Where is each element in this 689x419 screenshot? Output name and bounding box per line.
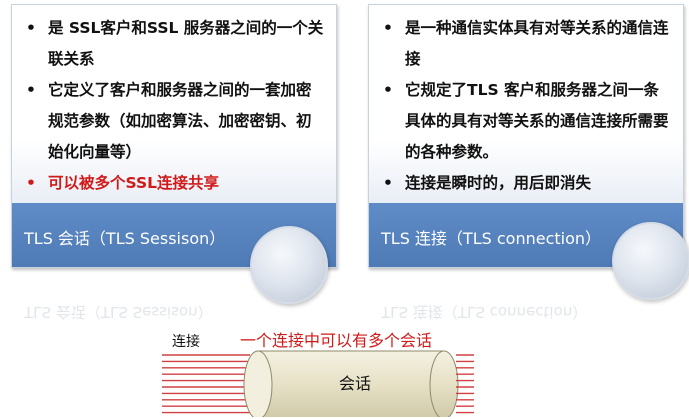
tls-connection-card: 是一种通信实体具有对等关系的通信连接 它规定了TLS 客户和服务器之间一条具体的…: [368, 4, 684, 268]
connection-bullet-1: 是一种通信实体具有对等关系的通信连接: [381, 13, 671, 75]
connection-lines-left: [162, 354, 250, 414]
connection-decorative-orb: [612, 222, 689, 300]
session-bullet-list: 是 SSL客户和SSL 服务器之间的一个关联关系 它定义了客户和服务器之间的一套…: [12, 5, 336, 203]
tls-session-card: 是 SSL客户和SSL 服务器之间的一个关联关系 它定义了客户和服务器之间的一套…: [11, 4, 337, 268]
session-tube: [243, 350, 459, 417]
session-tube-body: [258, 351, 444, 417]
session-tube-left-end: [243, 350, 273, 417]
connection-card-title-text: TLS 连接（TLS connection）: [381, 229, 602, 248]
connection-bullet-list: 是一种通信实体具有对等关系的通信连接 它规定了TLS 客户和服务器之间一条具体的…: [369, 5, 683, 203]
connection-session-diagram: 连接 一个连接中可以有多个会话 会话: [162, 332, 474, 417]
connection-lines-right: [456, 354, 474, 414]
diagram-caption: 一个连接中可以有多个会话: [240, 332, 432, 350]
connection-label: 连接: [172, 333, 200, 349]
session-bullet-3: 可以被多个SSL连接共享: [24, 168, 324, 199]
session-bullet-2: 它定义了客户和服务器之间的一套加密规范参数（如加密算法、加密密钥、初始化向量等）: [24, 75, 324, 168]
session-card-title-text: TLS 会话（TLS Sessison）: [24, 229, 226, 248]
session-tube-right-end: [429, 350, 459, 417]
connection-bullet-3: 连接是瞬时的，用后即消失: [381, 168, 671, 199]
session-title-reflection: TLS 会话（TLS Sessison）: [24, 302, 213, 323]
connection-bullet-2: 它规定了TLS 客户和服务器之间一条具体的具有对等关系的通信连接所需要的各种参数…: [381, 75, 671, 168]
session-decorative-orb: [250, 226, 328, 304]
connection-title-reflection: TLS 连接（TLS connection）: [381, 302, 588, 323]
session-bullet-1: 是 SSL客户和SSL 服务器之间的一个关联关系: [24, 13, 324, 75]
session-label: 会话: [339, 375, 371, 393]
